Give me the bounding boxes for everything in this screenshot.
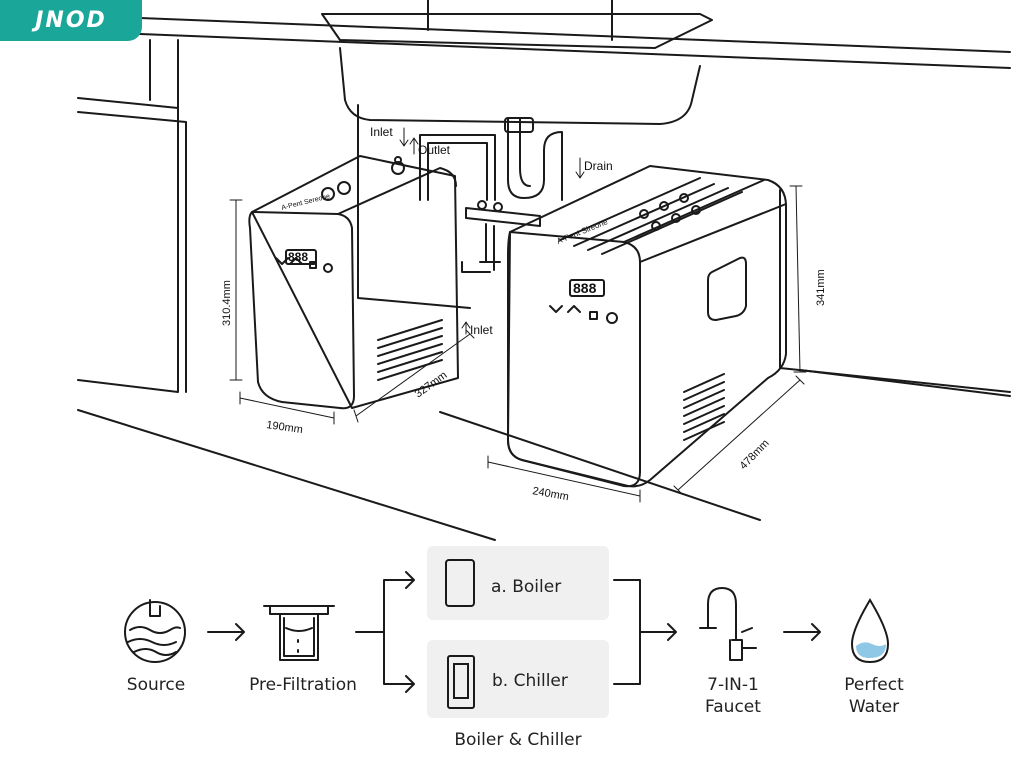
faucet-label-line1: 7-IN-1 (707, 675, 759, 695)
outlet-tube (419, 134, 496, 201)
chiller-display-text: 888 (573, 280, 597, 296)
filter-icon (263, 605, 335, 661)
countertop-edge (139, 17, 1011, 53)
brand-logo-text: JNOD (35, 8, 107, 33)
boiler-display-text: 888 (288, 250, 308, 264)
drain-label: Drain (584, 159, 613, 173)
pre-filtration-label: Pre-Filtration (249, 675, 357, 695)
water-label-line2: Water (849, 697, 899, 717)
boiler-chiller-group-label: Boiler & Chiller (454, 730, 581, 750)
chiller-depth-label: 478mm (738, 437, 772, 472)
floor-line (77, 409, 496, 541)
faucet-label-line2: Faucet (705, 697, 761, 717)
sink-basin (339, 47, 701, 125)
chiller-box (427, 640, 609, 718)
chiller-handle (707, 256, 747, 321)
chiller-front (507, 231, 641, 488)
boiler-depth-label: 327mm (413, 369, 450, 400)
boiler-front (248, 211, 355, 410)
boiler-unit (248, 155, 459, 410)
chiller-top-vent (559, 177, 743, 255)
source-icon (124, 601, 186, 663)
boiler-vent (377, 319, 443, 381)
boiler-brand-text: A-Pent Sereone (281, 193, 331, 212)
boiler-label: a. Boiler (491, 577, 561, 597)
boiler-width-label: 190mm (266, 419, 304, 436)
faucet-icon (699, 587, 757, 661)
cabinet-left (77, 97, 179, 393)
chiller-unit (507, 165, 787, 488)
dimension-lines (229, 127, 807, 503)
brand-logo: JNOD (0, 0, 142, 41)
chiller-display (569, 279, 605, 297)
sink-rim (321, 13, 713, 49)
outlet-label: Outlet (418, 143, 451, 157)
inlet-label-bottom: Inlet (470, 323, 493, 337)
boiler-box (427, 546, 609, 620)
chiller-label: b. Chiller (492, 671, 568, 691)
chiller-width-label: 240mm (531, 485, 569, 503)
countertop-lower-edge (139, 33, 1011, 69)
water-label-line1: Perfect (844, 675, 904, 695)
boiler-height-label: 310.4mm (221, 280, 233, 326)
chiller-vent (683, 373, 725, 441)
valve-manifold (465, 207, 541, 227)
drain-pipe (507, 117, 563, 201)
source-label: Source (127, 675, 185, 695)
water-drop-icon (850, 598, 890, 664)
chiller-height-label: 341mm (815, 269, 827, 306)
water-drop-fill (856, 642, 886, 658)
inlet-label-top: Inlet (370, 125, 393, 139)
